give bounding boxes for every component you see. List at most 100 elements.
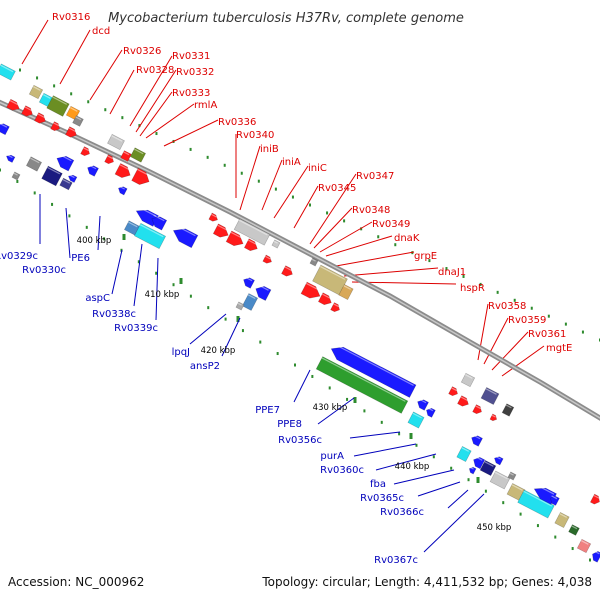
kbp-label: 450 kbp: [477, 523, 512, 533]
gene-shine: [343, 285, 352, 290]
gene-feature: [118, 185, 128, 196]
gene-feature: [50, 121, 60, 132]
gene-shape: [50, 121, 60, 132]
gene-shape: [235, 301, 245, 311]
gene-feature: [589, 493, 600, 505]
gene-shape: [255, 286, 272, 301]
inner-tick: [380, 420, 383, 424]
map-title: Mycobacterium tuberculosis H37Rv, comple…: [108, 11, 464, 26]
gene-feature: [6, 154, 16, 163]
gene-shine: [418, 398, 427, 404]
inner-tick: [536, 524, 539, 528]
inner-tick: [294, 363, 296, 367]
gene-feature: [255, 284, 272, 301]
gene-feature: [309, 257, 319, 267]
gene-feature: [133, 222, 167, 250]
gene-shine: [37, 113, 46, 119]
gene-feature: [330, 302, 340, 313]
leader-line: [317, 397, 355, 425]
inner-tick: [0, 168, 1, 172]
gene-feature: [457, 395, 469, 407]
gene-shape: [72, 115, 84, 127]
kbp-label: 420 kbp: [201, 346, 236, 356]
gene-label-fba: fba: [370, 479, 386, 490]
gene-feature: [300, 281, 321, 299]
gene-shine: [505, 404, 512, 409]
gene-shine: [68, 127, 77, 133]
gene-shine: [119, 185, 125, 190]
gene-feature: [507, 471, 517, 481]
outer-tick: [19, 68, 21, 72]
outer-tick: [155, 132, 158, 136]
inner-tick: [398, 432, 401, 436]
inner-tick: [450, 466, 453, 470]
outer-tick: [445, 267, 448, 271]
gene-shine: [217, 224, 229, 232]
leader-line: [111, 249, 123, 295]
gene-label-iniB: iniB: [260, 144, 279, 155]
outer-tick: [291, 195, 294, 199]
leader-line: [349, 431, 401, 439]
gene-label-Rv0340: Rv0340: [236, 130, 274, 141]
gene-shape: [233, 218, 271, 246]
outer-tick: [189, 147, 192, 151]
inner-tick: [224, 317, 227, 321]
gene-label-Rv0365c: Rv0365c: [360, 493, 404, 504]
gene-shape: [338, 283, 354, 301]
leader-line: [293, 369, 311, 403]
gene-shine: [460, 396, 469, 402]
gene-shine: [138, 206, 157, 217]
outer-tick: [36, 76, 39, 80]
kbp-label: 430 kbp: [313, 403, 348, 413]
gene-label-rmlA: rmlA: [194, 100, 217, 111]
inner-tick: [311, 374, 314, 378]
gene-shine: [593, 550, 600, 555]
gene-shape: [25, 156, 43, 172]
gene-feature: [120, 150, 132, 162]
gene-feature: [576, 538, 592, 554]
gene-shine: [53, 122, 60, 127]
gene-feature: [151, 214, 168, 231]
gene-feature: [281, 265, 293, 277]
gene-shape: [309, 257, 319, 267]
outer-tick: [309, 203, 311, 207]
gene-label-Rv0366c: Rv0366c: [380, 507, 424, 518]
gene-shape: [59, 177, 73, 191]
gene-shine: [494, 471, 508, 480]
gene-feature: [6, 98, 20, 111]
gene-shine: [559, 513, 568, 518]
leader-line: [273, 165, 309, 219]
gene-feature: [550, 495, 560, 506]
gene-feature: [501, 403, 515, 417]
gene-shine: [52, 96, 68, 105]
gene-shine: [32, 86, 41, 91]
gene-shape: [317, 292, 332, 306]
gene-shine: [319, 265, 346, 280]
inner-tick: [415, 443, 418, 447]
gene-shine: [474, 456, 483, 461]
gene-label-iniC: iniC: [308, 163, 327, 174]
gene-shine: [238, 219, 268, 236]
gene-shine: [62, 178, 71, 184]
gene-label-Rv0358: Rv0358: [488, 301, 526, 312]
leader-line: [423, 493, 485, 553]
gene-feature: [80, 146, 90, 157]
gene-shape: [65, 126, 77, 138]
gene-shine: [311, 258, 316, 262]
gene-shape: [568, 524, 580, 536]
gene-shape: [457, 395, 469, 407]
label-leader-lines: [21, 19, 545, 553]
gene-feature: [21, 105, 33, 117]
gene-shine: [128, 221, 138, 228]
leader-line: [189, 313, 227, 345]
gene-feature: [131, 167, 151, 185]
outer-tick: [377, 235, 380, 239]
inner-tick: [172, 283, 175, 287]
gene-shine: [69, 107, 78, 112]
gene-shape: [46, 95, 70, 117]
gene-feature: [479, 459, 497, 477]
gene-shape: [118, 186, 128, 196]
gene-label-dcd: dcd: [92, 26, 110, 37]
